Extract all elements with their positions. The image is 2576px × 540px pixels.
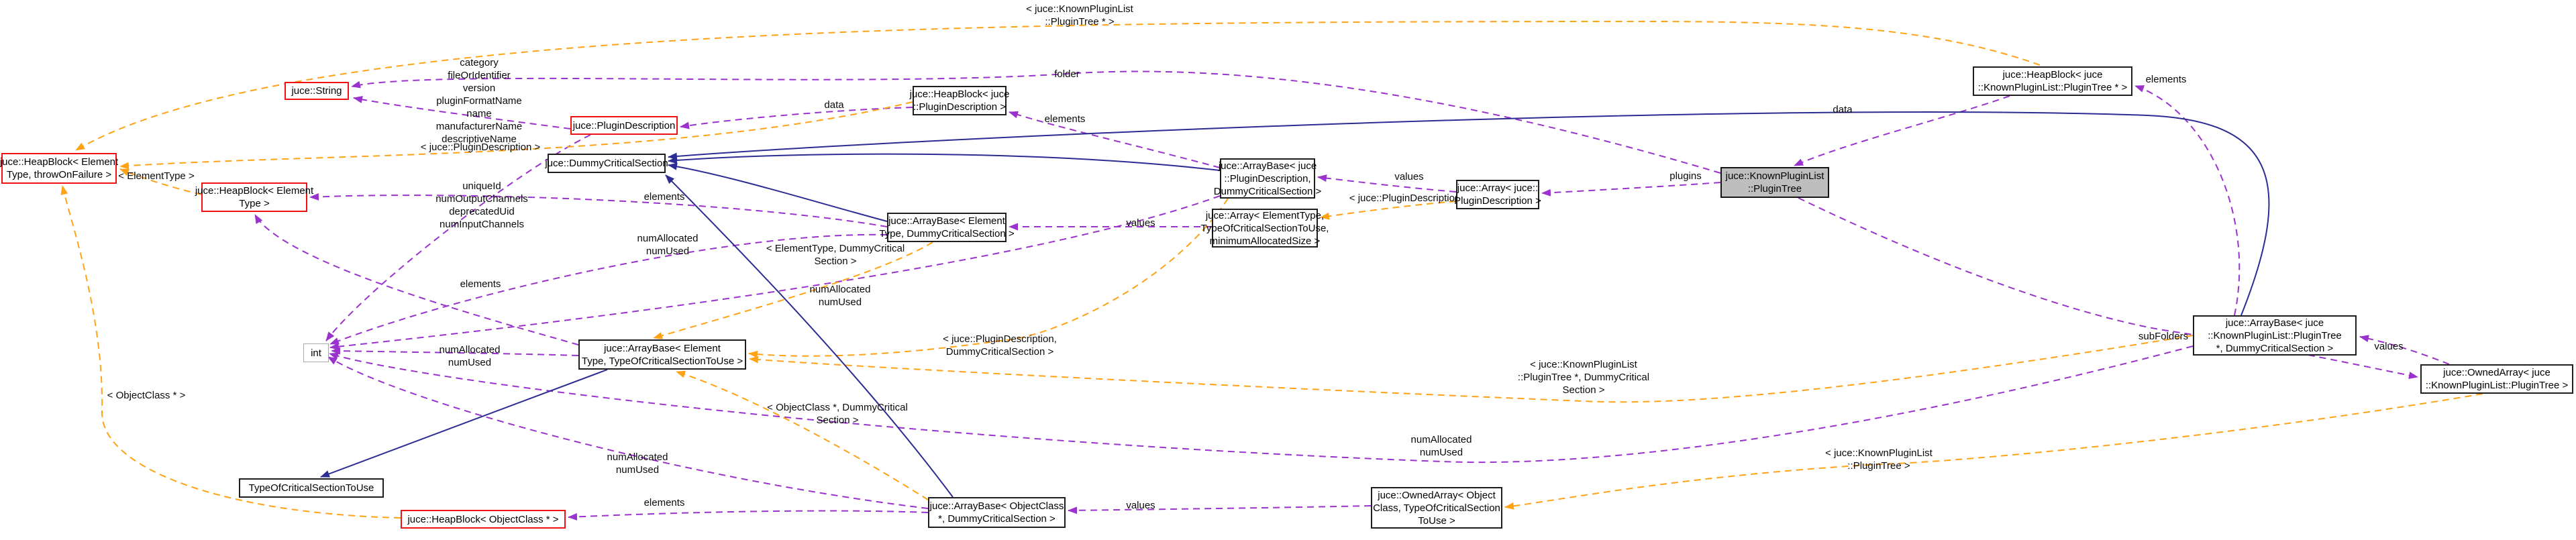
edge-member-elements-et-tocstu: [254, 214, 579, 345]
edge-member-elements-oc: [568, 510, 929, 521]
edge-member-numalloc-pt-dcs: [329, 345, 2194, 464]
edge-label-label-values-et: values: [1126, 217, 1155, 229]
edge-member-elements-et-dcs: [309, 193, 888, 227]
edge-label-tmpl-plugintree-owned: < juce::KnownPluginList::PluginTree >: [1825, 447, 1933, 472]
edge-member-subfolders: [1798, 197, 2418, 379]
edge-label-label-elements-et-dcs: elements: [643, 191, 685, 203]
edge-member-values-pd: [1317, 174, 1457, 193]
node-arraybase-plugindescription-dcs[interactable]: juce::ArrayBase< juce::PluginDescription…: [1214, 158, 1321, 199]
edge-member-data-pt: [1794, 95, 2010, 166]
node-heapblock-plugindescription[interactable]: juce::HeapBlock< juce::PluginDescription…: [910, 86, 1009, 115]
edge-inherit-arraybase-pd-dcs: [668, 153, 1221, 171]
edge-label-tmpl-pt-dcs: < juce::KnownPluginList::PluginTree *, D…: [1517, 359, 1650, 396]
edge-label-label-values-pd: values: [1394, 171, 1424, 182]
edge-label-label-values-pt: values: [2374, 341, 2404, 352]
node-string[interactable]: juce::String: [285, 82, 349, 100]
edge-label-label-subfolders: subFolders: [2138, 331, 2189, 342]
edge-label-tmpl-objectclass-star: < ObjectClass * >: [107, 390, 186, 401]
node-arraybase-plugintree-dcs[interactable]: juce::ArrayBase< juce::KnownPluginList::…: [2193, 315, 2357, 356]
edge-template-heapblock-plugintree: [75, 20, 2041, 151]
node-arraybase-objectclass-dcs[interactable]: juce::ArrayBase< ObjectClass*, DummyCrit…: [928, 497, 1066, 528]
edge-template-arraybase-pt-dcs: [749, 335, 2194, 403]
edge-inherit-arraybase-et-tocstu: [320, 369, 608, 478]
edge-label-tmpl-plugindescription-array: < juce::PluginDescription >: [1349, 193, 1470, 204]
edge-label-label-data-left: data: [824, 99, 844, 111]
edge-template-ownedarray-plugintree: [1504, 393, 2483, 510]
edge-label-label-elements-pt: elements: [2145, 74, 2187, 85]
edge-member-numalloc-et-tocstu: [331, 347, 579, 356]
node-dummy-critical-section[interactable]: juce::DummyCriticalSection: [545, 154, 668, 173]
edge-label-label-data-right: data: [1833, 104, 1853, 115]
edge-label-tmpl-plugintree-star: < juce::KnownPluginList::PluginTree * >: [1026, 3, 1133, 28]
edge-template-arraybase-et-dcs: [653, 241, 933, 339]
edge-label-label-elements-pd: elements: [1044, 113, 1086, 125]
edge-label-tmpl-plugindescription-heapblock: < juce::PluginDescription >: [420, 142, 541, 153]
edge-label-label-plugins: plugins: [1669, 170, 1702, 182]
node-heapblock-objectclass[interactable]: juce::HeapBlock< ObjectClass * >: [401, 510, 566, 529]
node-array-elementtype[interactable]: juce::Array< ElementType,TypeOfCriticalS…: [1200, 209, 1329, 248]
edge-member-numalloc-et-dcs: [329, 233, 888, 345]
node-array-plugindescription[interactable]: juce::Array< juce::PluginDescription >: [1454, 180, 1541, 209]
node-plugintree: juce::KnownPluginList::PluginTree: [1720, 167, 1829, 198]
edge-member-values-oc: [1068, 505, 1372, 515]
edge-inherit-arraybase-et-dcs: [668, 162, 888, 222]
edge-member-plugindescription-string: [353, 96, 571, 129]
node-ownedarray-plugintree[interactable]: juce::OwnedArray< juce::KnownPluginList:…: [2420, 364, 2573, 394]
edge-inherit-arraybase-oc-dcs: [665, 174, 954, 498]
edge-label-tmpl-elementtype: < ElementType >: [118, 170, 195, 182]
edge-template-heapblock-plugindescription: [119, 101, 913, 170]
edge-label-label-values-oc: values: [1126, 500, 1155, 511]
edge-template-heapblock-objectclass: [60, 185, 401, 519]
edge-member-elements-pd: [1009, 111, 1221, 168]
edge-label-label-folder: folder: [1054, 68, 1080, 80]
edge-member-numalloc-pd-dcs: [329, 195, 1221, 351]
edge-template-arraybase-pd-dcs: [748, 198, 1229, 358]
edge-label-label-elements-oc: elements: [643, 497, 685, 508]
edge-label-tmpl-pd-dcs: < juce::PluginDescription,DummyCriticalS…: [943, 333, 1057, 358]
edge-member-elements-pt: [2134, 85, 2240, 316]
edge-label-label-elements-et-tocstu: elements: [460, 278, 501, 290]
node-plugin-description[interactable]: juce::PluginDescription: [570, 116, 678, 135]
edge-member-plugins: [1541, 182, 1721, 197]
edge-member-folder: [351, 70, 1721, 174]
node-int: int: [303, 343, 329, 362]
edge-inherit-arraybase-pt-dcs: [668, 111, 2270, 316]
edge-template-array-plugindescription: [1320, 201, 1457, 220]
node-heapblock-plugintree[interactable]: juce::HeapBlock< juce::KnownPluginList::…: [1973, 66, 2132, 96]
edge-member-values-pt: [2359, 335, 2450, 365]
node-typeofcriticalsectiontouse: TypeOfCriticalSectionToUse: [239, 478, 384, 498]
edge-member-numalloc-oc-dcs: [327, 356, 929, 509]
edge-template-arraybase-oc-dcs: [676, 370, 929, 500]
